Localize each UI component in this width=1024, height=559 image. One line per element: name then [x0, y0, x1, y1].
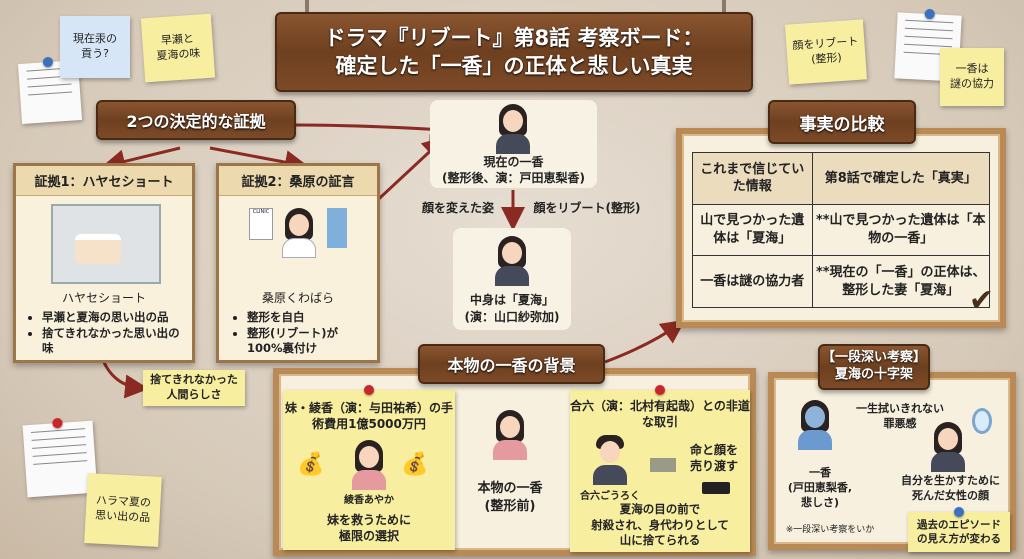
note-face-reboot: 顔をリブート (整形): [785, 19, 867, 85]
real-ikka-avatar: [490, 410, 530, 460]
crying-natsumi-avatar: [928, 422, 968, 472]
current-ikka-label: 現在の一香: [483, 155, 544, 169]
sign-rope: [722, 0, 726, 18]
changed-face-label: 顔を変えた姿: [421, 201, 494, 215]
title-sign: ドラマ『リブート』第8話 考察ボード： 確定した「一香」の正体と悲しい真実: [275, 12, 753, 92]
cake-icon: [75, 234, 121, 264]
card-header: 証拠2：桑原の証言: [219, 166, 377, 196]
note-blue: 現在汞の 貢う?: [60, 16, 130, 78]
doctor-avatar: [279, 208, 319, 258]
note-episodes-change: 過去のエピソード の見え方が変わる: [908, 507, 1010, 552]
guilt-label: 一生拭いきれない 罪悪感: [856, 402, 944, 430]
sell-life-face-label: 命と顔を 売り渡す: [689, 443, 738, 474]
evidence-card-1: 証拠1：ハヤセショート ハヤセショート 早瀬と夏海の思い出の品 捨てきれなかった…: [13, 163, 195, 363]
sister-surgery-note: 妹・綾香（演：与田祐希）の手術費用1億5000万円 💰 💰 綾香あやか 妹を救う…: [283, 385, 455, 550]
deep-sign: 【一段深い考察】 夏海の十字架: [818, 344, 930, 390]
ayaka-avatar: [349, 440, 389, 490]
card-caption: ハヤセショート: [61, 291, 146, 305]
evidence-card-2: 証拠2：桑原の証言 CLINIC 桑原くわばら 整形を自白 整形(リブート)が1…: [216, 163, 380, 363]
money-bag-icon: 💰: [297, 452, 325, 477]
cash-icon: [650, 458, 676, 472]
fate-label: 夏海の目の前で 射殺され、身代わりとして 山に捨てられる: [591, 502, 729, 548]
bullet: 整形(リブート)が100%裏付け: [247, 326, 371, 357]
goroku-deal-title: 合六（演：北村有起哉）との非道な取引: [570, 399, 750, 430]
sign-rope: [305, 0, 309, 18]
card-header: 証拠1：ハヤセショート: [16, 166, 192, 196]
ayaka-label: 綾香あやか: [344, 495, 394, 506]
card-caption: 桑原くわばら: [261, 291, 334, 305]
table-cell: **山で見つかった遺体は「本物の一香」: [811, 203, 990, 257]
note-ikka-collaborator: 一香は 謎の協力: [940, 48, 1004, 106]
table-cell: 山で見つかった遺体は「夏海」: [692, 203, 813, 257]
evidence-sign: 2つの決定的な証拠: [96, 100, 296, 140]
real-ikka-label: 本物の一香 (整形前): [477, 481, 543, 514]
natsumi-label: 中身は「夏海」: [469, 293, 554, 307]
xray-board: [327, 208, 347, 248]
money-bag-icon: 💰: [401, 452, 429, 477]
natsumi-avatar: [492, 236, 532, 286]
checkmark-icon: ✔: [968, 283, 994, 318]
clinic-poster: CLINIC: [249, 208, 273, 240]
dead-woman-face-label: 自分を生かすために 死んだ女性の顔: [901, 474, 1000, 502]
sad-ikka-avatar: [795, 400, 835, 450]
broken-mirror-icon: [972, 408, 992, 434]
note-humanity: 捨てきれなかった 人間らしさ: [143, 370, 245, 406]
extreme-choice-label: 妹を救うために 極限の選択: [326, 513, 411, 544]
ikka-sad-label: 一香 (戸田恵梨香, 悲しさ): [787, 466, 853, 509]
fridge-cake-image: [51, 204, 161, 284]
face-reboot-label: 顔をリブート(整形): [533, 201, 641, 215]
footnote: ※一段深い考察をいか: [785, 525, 875, 535]
goroku-label: 合六ごうろく: [580, 491, 640, 502]
table-cell: 一香は謎の協力者: [692, 255, 813, 308]
table-header: 第8話で確定した「真実」: [811, 152, 990, 205]
bullet: 捨てきれなかった思い出の味: [42, 326, 191, 357]
note-memory-item: ハラマ夏の 思い出の品: [84, 473, 162, 547]
current-ikka-box: 現在の一香 (整形後、演：戸田恵梨香): [430, 100, 597, 188]
current-ikka-avatar: [493, 104, 533, 154]
table-cell: **現在の「一香」の正体は、整形した妻「夏海」: [811, 255, 990, 308]
note-yellow: 早瀬と 夏海の味: [140, 13, 216, 83]
gun-icon: [702, 482, 730, 494]
title-line1: ドラマ『リブート』第8話 考察ボード：: [324, 25, 704, 50]
natsumi-inside-box: 中身は「夏海」 (演：山口紗弥加): [453, 228, 571, 330]
sister-surgery-title: 妹・綾香（演：与田祐希）の手術費用1億5000万円: [284, 401, 453, 432]
comparison-table: これまで信じていた情報第8話で確定した「真実」 山で見つかった遺体は「夏海」**…: [692, 152, 990, 308]
bullet: 整形を自白: [247, 310, 371, 326]
natsumi-sub: (演：山口紗弥加): [464, 310, 560, 324]
title-line2: 確定した「一香」の正体と悲しい真実: [335, 54, 693, 78]
comparison-frame: これまで信じていた情報第8話で確定した「真実」 山で見つかった遺体は「夏海」**…: [676, 128, 1006, 328]
current-ikka-sub: (整形後、演：戸田恵梨香): [442, 171, 585, 185]
bullet: 早瀬と夏海の思い出の品: [42, 310, 191, 326]
background-sign: 本物の一香の背景: [418, 344, 605, 384]
goroku-avatar: [590, 435, 630, 485]
comparison-sign: 事実の比較: [768, 100, 916, 144]
table-header: これまで信じていた情報: [692, 152, 813, 205]
goroku-deal-note: 合六（演：北村有起哉）との非道な取引 合六ごうろく 命と顔を 売り渡す 夏海の目…: [570, 385, 750, 552]
